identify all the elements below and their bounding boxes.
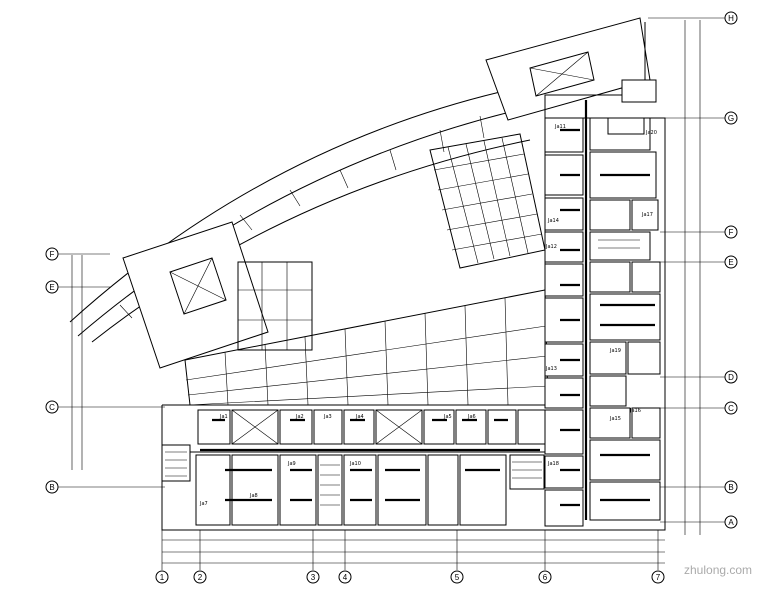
room-tag: Ja20 [645, 130, 657, 136]
room-tag: Ja13 [545, 366, 557, 372]
right-axis-label-F: F [729, 228, 734, 237]
bottom-axis-label-6: 6 [543, 573, 548, 582]
right-axis-bubble-F: F [724, 225, 738, 239]
right-axis-bubble-A: A [724, 515, 738, 529]
bottom-axis-label-4: 4 [343, 573, 348, 582]
right-axis-lines [648, 17, 725, 535]
room-tag: Ja1 [219, 414, 228, 420]
left-axis-bubble-B: B [45, 480, 59, 494]
left-axis-bubble-E: E [45, 280, 59, 294]
watermark-text: zhulong.com [684, 563, 753, 577]
bottom-axis-bubble-2: 2 [193, 570, 207, 584]
right-axis-label-D: D [728, 373, 734, 382]
room-tag: Ja7 [199, 501, 208, 507]
room-tag: Ja6 [467, 414, 476, 420]
lower-wing-rooms-bottom [195, 454, 545, 526]
right-axis-label-C: C [728, 404, 734, 413]
left-axis-label-B: B [49, 483, 54, 492]
room-tag: Ja19 [609, 348, 621, 354]
right-axis-bubble-G: G [724, 111, 738, 125]
left-axis-label-C: C [49, 403, 55, 412]
bottom-axis-label-5: 5 [455, 573, 460, 582]
right-wing-rooms [544, 79, 661, 527]
left-stair [161, 444, 191, 482]
right-axis-label-H: H [728, 14, 734, 23]
room-tag: Ja4 [355, 414, 364, 420]
room-tag: Ja15 [609, 416, 621, 422]
bottom-axis-bubble-6: 6 [538, 570, 552, 584]
bottom-axis-bubble-1: 1 [155, 570, 169, 584]
room-tag: Ja2 [295, 414, 304, 420]
room-tag: Ja10 [349, 461, 361, 467]
grid-roof-left [237, 261, 313, 351]
left-axis-bubble-C: C [45, 400, 59, 414]
right-axis-label-E: E [728, 258, 733, 267]
room-tag: Ja18 [547, 461, 559, 467]
right-axis-label-B: B [728, 483, 733, 492]
room-tag: Ja9 [287, 461, 296, 467]
room-tag: Ja12 [545, 244, 557, 250]
bottom-axis-label-3: 3 [311, 573, 316, 582]
right-axis-bubble-E: E [724, 255, 738, 269]
bottom-axis-bubble-4: 4 [338, 570, 352, 584]
room-tag: Ja16 [629, 408, 641, 414]
duct-runs [200, 100, 655, 520]
right-axis-bubble-D: D [724, 370, 738, 384]
grid-roof-right [429, 133, 546, 269]
bottom-axis-bubble-7: 7 [651, 570, 665, 584]
right-axis-label-A: A [728, 518, 734, 527]
right-axis-bubble-C: C [724, 401, 738, 415]
room-tag: Ja11 [554, 124, 566, 130]
room-tag: Ja17 [641, 212, 653, 218]
bottom-axis-label-7: 7 [656, 573, 661, 582]
left-axis-label-E: E [49, 283, 54, 292]
room-tag: Ja14 [547, 218, 559, 224]
room-tag: Ja5 [443, 414, 452, 420]
bottom-axis-bubble-3: 3 [306, 570, 320, 584]
left-tower [122, 221, 269, 369]
left-axis-lines [58, 253, 165, 488]
room-tag: Ja8 [249, 493, 258, 499]
bottom-axis-bubble-5: 5 [450, 570, 464, 584]
top-right-tower [485, 17, 651, 121]
bottom-axis-label-1: 1 [160, 573, 165, 582]
lower-wing-rooms-top [197, 409, 546, 445]
right-axis-label-G: G [728, 114, 734, 123]
bottom-dimension-bands [161, 530, 665, 570]
left-axis-label-F: F [50, 250, 55, 259]
room-tag: Ja3 [323, 414, 332, 420]
right-axis-bubble-H: H [724, 11, 738, 25]
left-axis-bubble-F: F [45, 247, 59, 261]
bottom-axis-label-2: 2 [198, 573, 203, 582]
room-tags: Ja1 Ja2 Ja3 Ja4 Ja5 Ja6 Ja7 Ja8 Ja9 Ja10… [199, 124, 657, 507]
right-axis-bubble-B: B [724, 480, 738, 494]
